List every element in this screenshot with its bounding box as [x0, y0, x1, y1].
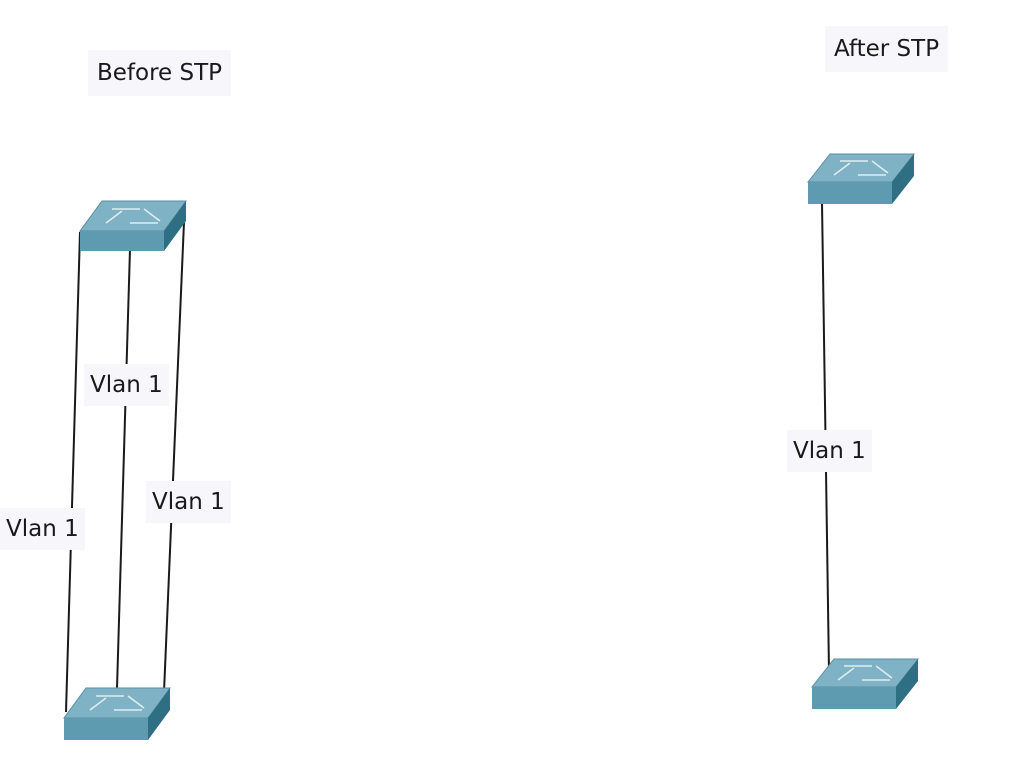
before-stp-title: Before STP [88, 50, 232, 96]
before-bottom-switch-icon[interactable] [62, 686, 172, 742]
after-link-label: Vlan 1 [787, 430, 872, 472]
before-link-left [65, 231, 81, 713]
before-link-middle [116, 248, 131, 689]
before-link-label-middle: Vlan 1 [84, 364, 169, 406]
after-bottom-switch-icon[interactable] [810, 657, 920, 711]
after-top-switch-icon[interactable] [806, 152, 916, 206]
before-link-label-left: Vlan 1 [0, 508, 85, 550]
before-link-label-right: Vlan 1 [146, 481, 231, 523]
before-link-right [163, 221, 185, 693]
before-top-switch-icon[interactable] [78, 199, 188, 253]
after-stp-title: After STP [825, 26, 949, 72]
